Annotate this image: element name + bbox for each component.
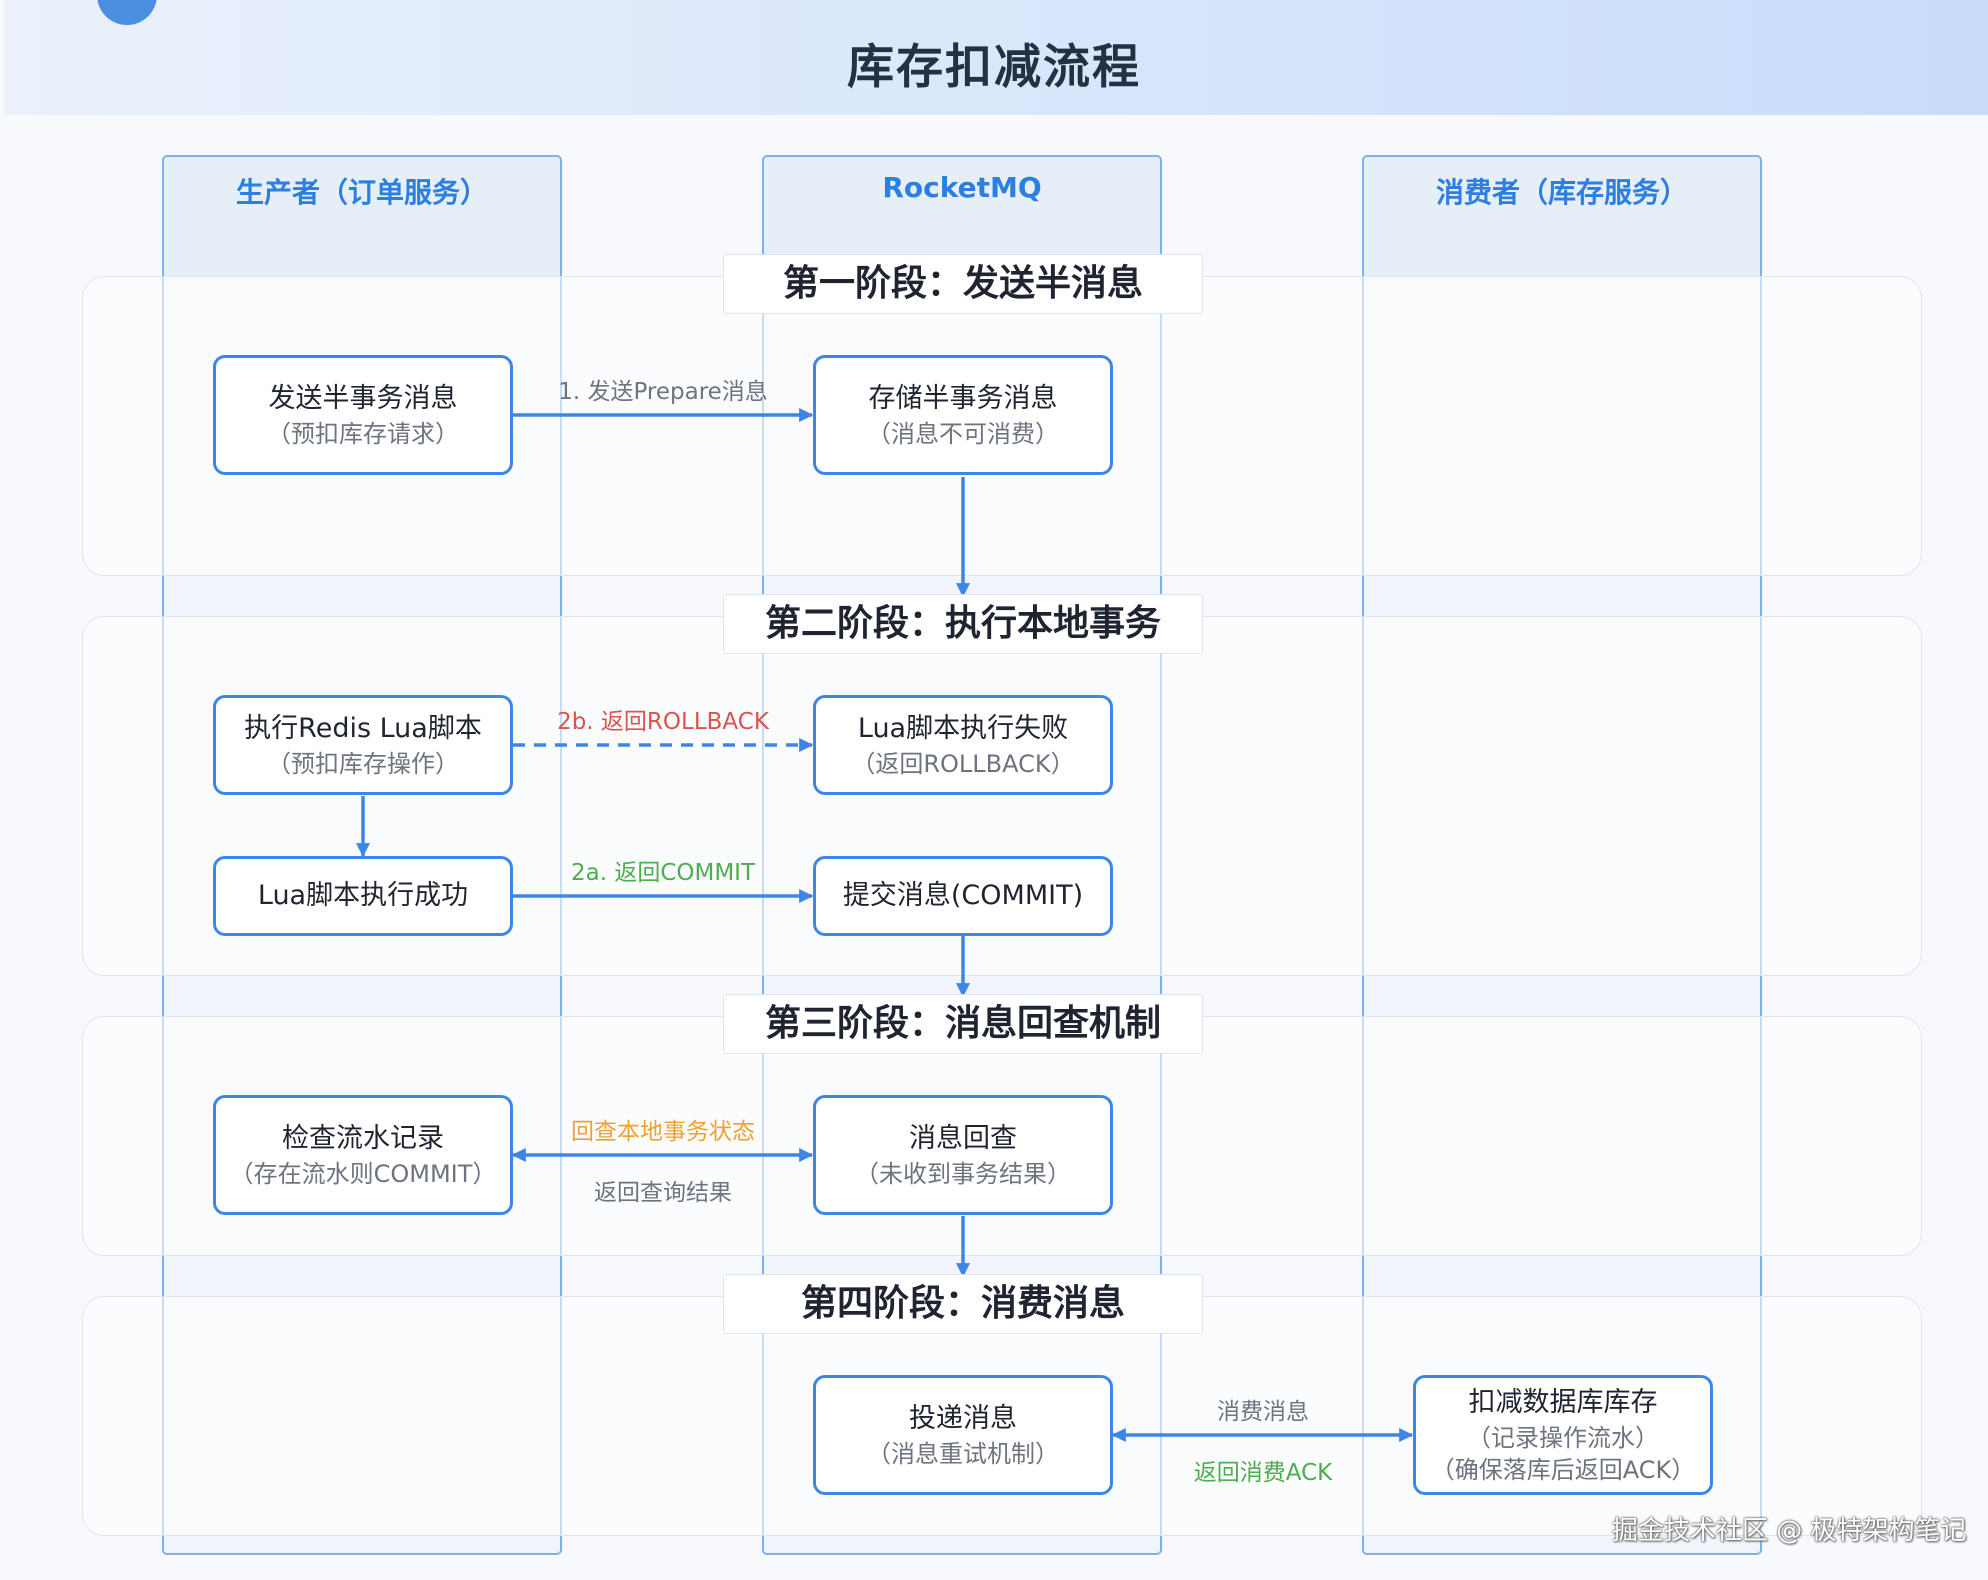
node-subtitle: （预扣库存请求）	[267, 420, 459, 448]
node-title: Lua脚本执行成功	[257, 880, 469, 911]
phase-label-2: 第二阶段：执行本地事务	[723, 594, 1203, 654]
edge-label-return-ack: 返回消费ACK	[1193, 1460, 1333, 1486]
node-title: Lua脚本执行失败	[857, 713, 1069, 744]
node-subtitle: （返回ROLLBACK）	[851, 750, 1075, 778]
edge-label-check-local-tx: 回查本地事务状态	[571, 1119, 755, 1145]
node-title: 执行Redis Lua脚本	[244, 713, 482, 744]
node-title: 提交消息(COMMIT)	[842, 880, 1084, 911]
node-subtitle: （存在流水则COMMIT）	[229, 1160, 497, 1188]
header-banner	[4, 0, 1988, 115]
node-title: 检查流水记录	[282, 1123, 444, 1154]
node-title: 消息回查	[909, 1123, 1017, 1154]
edge-label-consume-message: 消费消息	[1217, 1399, 1309, 1425]
node-message-check[interactable]: 消息回查 （未收到事务结果）	[813, 1095, 1113, 1215]
phase-label-4: 第四阶段：消费消息	[723, 1274, 1203, 1334]
edge-label-return-commit: 2a. 返回COMMIT	[570, 860, 756, 886]
page-title: 库存扣减流程	[847, 40, 1141, 95]
node-subtitle: （未收到事务结果）	[855, 1160, 1071, 1188]
node-title: 扣减数据库库存	[1468, 1387, 1658, 1418]
node-send-half-message[interactable]: 发送半事务消息 （预扣库存请求）	[213, 355, 513, 475]
node-title: 投递消息	[909, 1403, 1017, 1434]
node-check-log[interactable]: 检查流水记录 （存在流水则COMMIT）	[213, 1095, 513, 1215]
node-subtitle: （记录操作流水）	[1467, 1424, 1659, 1452]
phase-label-1: 第一阶段：发送半消息	[723, 254, 1203, 314]
node-title: 发送半事务消息	[268, 383, 458, 414]
lane-title-consumer: 消费者（库存服务）	[1435, 176, 1688, 209]
node-subtitle: （确保落库后返回ACK）	[1430, 1456, 1696, 1484]
edge-label-return-check-result: 返回查询结果	[594, 1180, 732, 1206]
node-store-half-message[interactable]: 存储半事务消息 （消息不可消费）	[813, 355, 1113, 475]
node-exec-redis-lua[interactable]: 执行Redis Lua脚本 （预扣库存操作）	[213, 695, 513, 795]
lane-title-producer: 生产者（订单服务）	[235, 176, 488, 209]
node-commit-message[interactable]: 提交消息(COMMIT)	[813, 856, 1113, 936]
node-deliver-message[interactable]: 投递消息 （消息重试机制）	[813, 1375, 1113, 1495]
edge-label-send-prepare: 1. 发送Prepare消息	[558, 379, 768, 405]
watermark: 掘金技术社区 @ 极特架构笔记	[1612, 1516, 1967, 1546]
node-subtitle: （消息重试机制）	[867, 1440, 1059, 1468]
lane-title-rocketmq: RocketMQ	[882, 171, 1042, 204]
node-title: 存储半事务消息	[868, 383, 1058, 414]
node-subtitle: （消息不可消费）	[867, 420, 1059, 448]
edge-label-return-rollback: 2b. 返回ROLLBACK	[557, 709, 769, 735]
node-lua-fail[interactable]: Lua脚本执行失败 （返回ROLLBACK）	[813, 695, 1113, 795]
node-subtitle: （预扣库存操作）	[267, 750, 459, 778]
node-lua-success[interactable]: Lua脚本执行成功	[213, 856, 513, 936]
node-deduct-db-stock[interactable]: 扣减数据库库存 （记录操作流水） （确保落库后返回ACK）	[1413, 1375, 1713, 1495]
phase-label-3: 第三阶段：消息回查机制	[723, 994, 1203, 1054]
